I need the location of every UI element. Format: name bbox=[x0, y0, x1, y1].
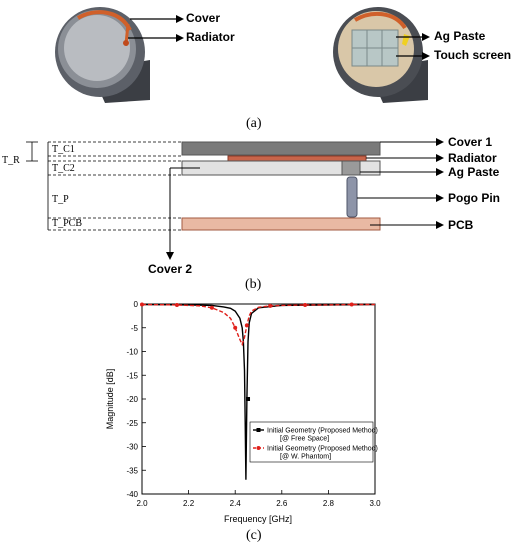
layer-arrowheads bbox=[166, 138, 444, 260]
y-tick-label: -35 bbox=[126, 466, 138, 475]
caption-a: (a) bbox=[246, 116, 262, 131]
touch-screen-arrowhead bbox=[422, 52, 430, 60]
touch-screen-label: Touch screen bbox=[434, 48, 512, 62]
radiator-layer bbox=[227, 155, 367, 162]
y-tick-label: -25 bbox=[126, 419, 138, 428]
caption-b: (b) bbox=[245, 277, 262, 292]
device-illustrations bbox=[55, 7, 430, 103]
legend: Initial Geometry (Proposed Method)[@ Fre… bbox=[249, 421, 378, 463]
series-line-1 bbox=[141, 303, 376, 480]
ag-paste-arrowhead bbox=[422, 33, 430, 41]
cover-1-layer bbox=[181, 141, 381, 156]
y-tick-label: -30 bbox=[126, 443, 138, 452]
cover-arrowhead bbox=[176, 15, 184, 23]
radiator-layer-label: Radiator bbox=[448, 151, 497, 165]
plot-area bbox=[141, 303, 376, 495]
x-tick-label: 2.2 bbox=[183, 499, 195, 508]
caption-c: (c) bbox=[246, 528, 262, 543]
s11-chart: 0 -5 -10 -15 -20 -25 -30 -35 -40 2.0 2.2 2.4 2.6 2.8… bbox=[105, 300, 381, 524]
x-axis-label: Frequency [GHz] bbox=[224, 514, 292, 524]
legend-box bbox=[249, 421, 374, 463]
legend-label: Initial Geometry (Proposed Method) bbox=[267, 428, 378, 435]
dim-t-c1: T_C1 bbox=[52, 144, 75, 155]
watch-device-cover-view bbox=[55, 7, 150, 103]
pogo-pin-label: Pogo Pin bbox=[448, 191, 500, 205]
x-tick-label: 3.0 bbox=[369, 499, 381, 508]
x-tick-label: 2.6 bbox=[276, 499, 288, 508]
series-point-2 bbox=[174, 302, 179, 307]
series-layer bbox=[140, 302, 376, 480]
dimension-arrows bbox=[26, 141, 49, 230]
radiator-arrowhead bbox=[176, 34, 184, 42]
series-point-2 bbox=[140, 302, 144, 307]
dimension-guides bbox=[48, 141, 228, 231]
series-point-2 bbox=[233, 325, 238, 330]
pcb-layer bbox=[181, 217, 381, 231]
dim-t-p: T_P bbox=[52, 194, 69, 205]
legend-swatch-marker bbox=[256, 428, 261, 432]
ag-paste-block bbox=[341, 160, 361, 176]
watch-device-internal-view bbox=[333, 7, 428, 103]
y-tick-label: -15 bbox=[126, 371, 138, 380]
ag-paste-label: Ag Paste bbox=[434, 29, 486, 43]
legend-label: Initial Geometry (Proposed Method) bbox=[267, 446, 378, 453]
series-point-2 bbox=[209, 305, 214, 310]
y-tick-label: -20 bbox=[126, 395, 138, 404]
dim-t-r: T_R bbox=[2, 155, 20, 166]
layer-leader-lines bbox=[169, 141, 436, 252]
layer-stack-diagram bbox=[26, 138, 444, 260]
ag-paste-layer-label: Ag Paste bbox=[448, 165, 500, 179]
x-tick-label: 2.0 bbox=[136, 499, 148, 508]
y-tick-label: -40 bbox=[126, 490, 138, 499]
legend-sublabel: [@ W. Phantom] bbox=[280, 454, 331, 461]
series-point-2 bbox=[303, 302, 308, 307]
series-point-2 bbox=[244, 323, 249, 328]
legend-swatch-marker bbox=[256, 446, 261, 450]
y-tick-label: -5 bbox=[131, 324, 139, 333]
dim-t-pcb: T_PCB bbox=[52, 218, 83, 229]
legend-sublabel: [@ Free Space] bbox=[280, 436, 329, 443]
x-tick-label: 2.4 bbox=[230, 499, 242, 508]
y-axis-ticks: 0 -5 -10 -15 -20 -25 -30 -35 -40 bbox=[126, 300, 146, 499]
x-tick-label: 2.8 bbox=[323, 499, 335, 508]
cover-1-label: Cover 1 bbox=[448, 135, 493, 149]
radiator-label: Radiator bbox=[186, 30, 235, 44]
y-tick-label: 0 bbox=[134, 300, 139, 309]
pogo-pin-shape bbox=[346, 176, 358, 218]
y-tick-label: -10 bbox=[126, 348, 138, 357]
cover-2-label: Cover 2 bbox=[148, 262, 193, 276]
series-line-2 bbox=[141, 303, 375, 347]
pcb-label: PCB bbox=[448, 218, 474, 232]
series-point-1 bbox=[246, 397, 251, 401]
cover-label: Cover bbox=[186, 11, 221, 25]
dim-t-c2: T_C2 bbox=[52, 163, 75, 174]
series-point-2 bbox=[268, 303, 273, 308]
x-axis-ticks: 2.0 2.2 2.4 2.6 2.8 3.0 bbox=[136, 490, 381, 508]
y-axis-label: Magnitude [dB] bbox=[105, 369, 115, 430]
series-point-2 bbox=[349, 302, 354, 307]
